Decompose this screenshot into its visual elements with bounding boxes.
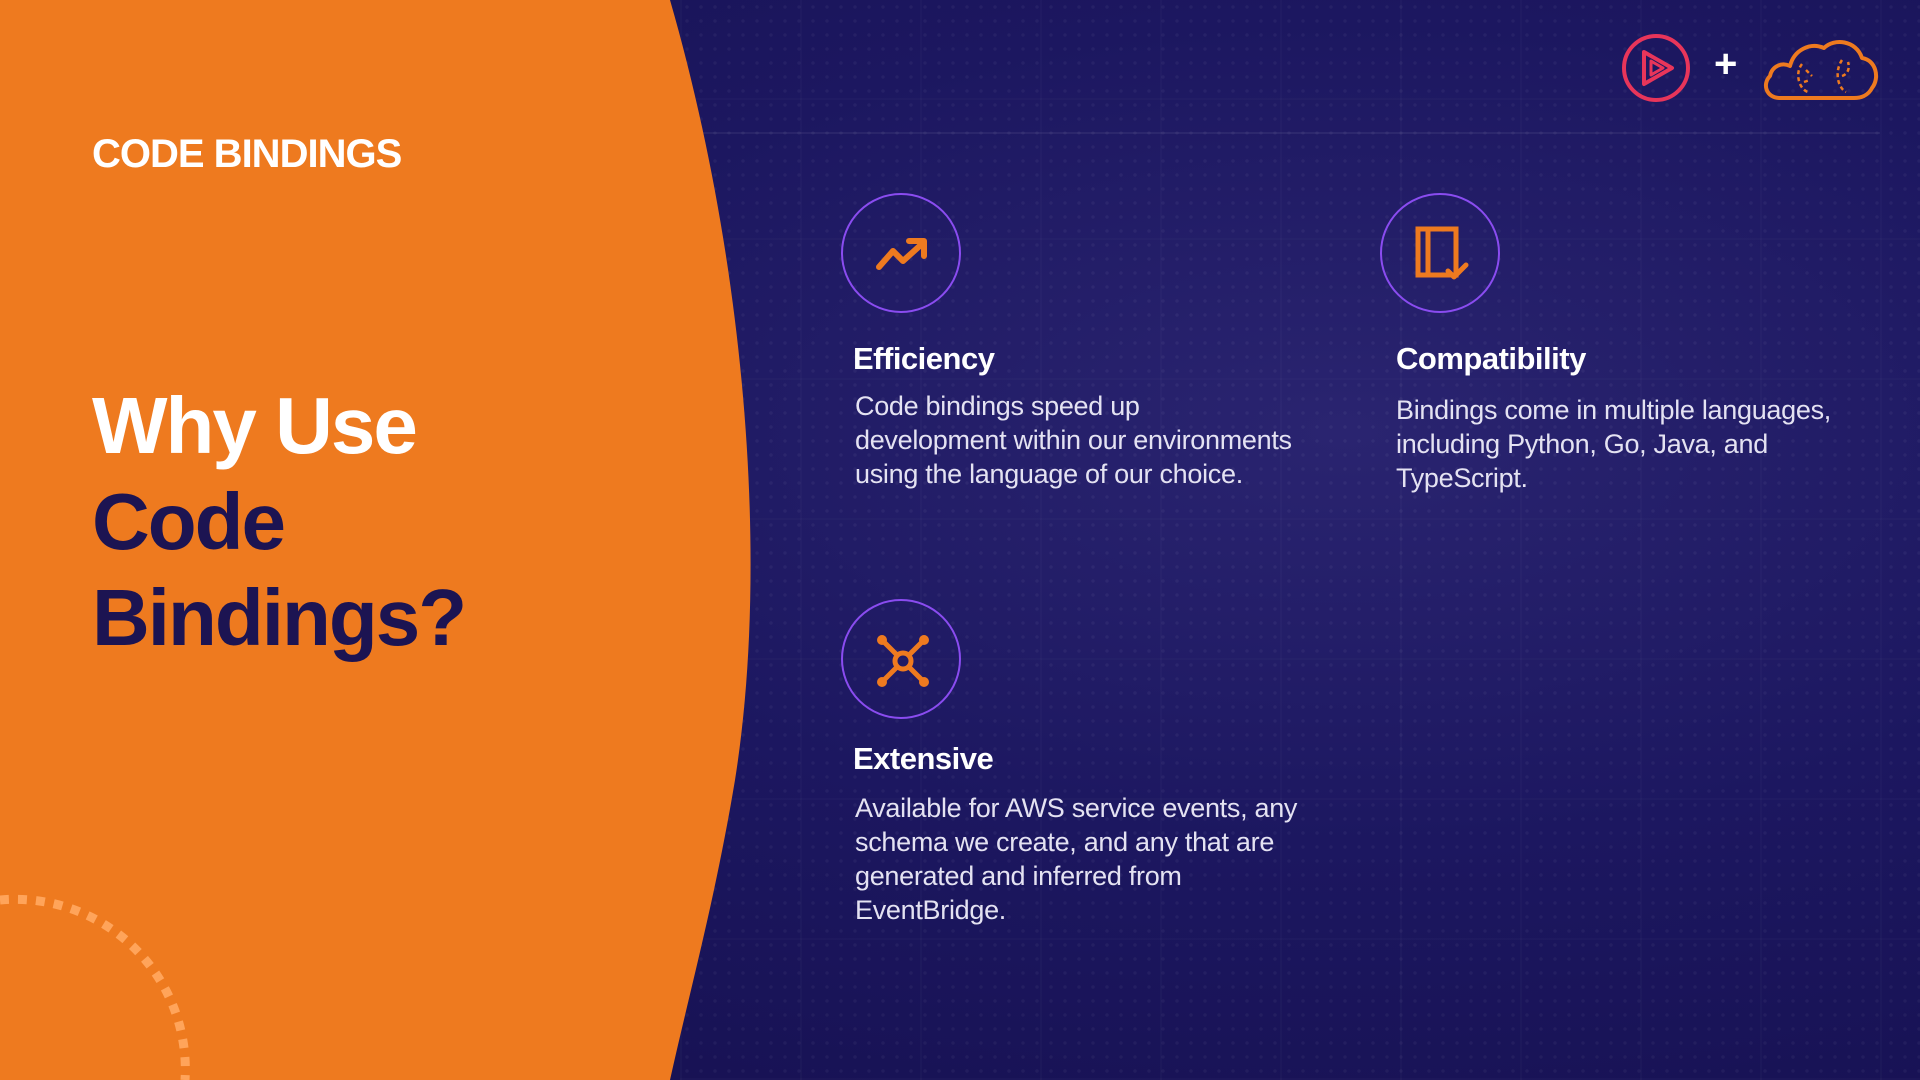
feature-description: Available for AWS service events, any sc…	[855, 793, 1298, 925]
title-line-2: Code	[92, 477, 286, 566]
feature-extensive: Extensive Available for AWS service even…	[841, 599, 1321, 939]
brand-logos: +	[1620, 30, 1880, 110]
extensive-icon-circle	[841, 599, 961, 719]
title-line-3: Bindings?	[92, 573, 467, 662]
feature-description: Bindings come in multiple languages, inc…	[1396, 395, 1831, 493]
header-divider	[700, 132, 1880, 134]
efficiency-icon-circle	[841, 193, 961, 313]
network-hub-icon	[877, 635, 929, 687]
dotted-arc-decoration	[0, 894, 190, 1080]
feature-title: Extensive	[853, 741, 994, 776]
feature-compatibility: Compatibility Bindings come in multiple …	[1380, 193, 1860, 513]
feature-title: Efficiency	[853, 341, 995, 376]
plus-sign: +	[1714, 42, 1738, 86]
document-check-icon	[1415, 226, 1469, 280]
cloud-logo-icon	[1763, 40, 1879, 100]
feature-title: Compatibility	[1396, 341, 1586, 376]
feature-description: Code bindings speed up development withi…	[855, 391, 1292, 489]
feature-efficiency: Efficiency Code bindings speed up develo…	[841, 193, 1301, 533]
background-texture	[680, 0, 1920, 1080]
orange-panel	[0, 0, 751, 1080]
trending-up-icon	[876, 238, 927, 270]
page-title: Why Use Code Bindings?	[92, 378, 467, 666]
play-logo-icon	[1622, 34, 1690, 102]
compatibility-icon-circle	[1380, 193, 1500, 313]
title-line-1: Why Use	[92, 381, 418, 470]
section-label: CODE BINDINGS	[92, 132, 402, 176]
